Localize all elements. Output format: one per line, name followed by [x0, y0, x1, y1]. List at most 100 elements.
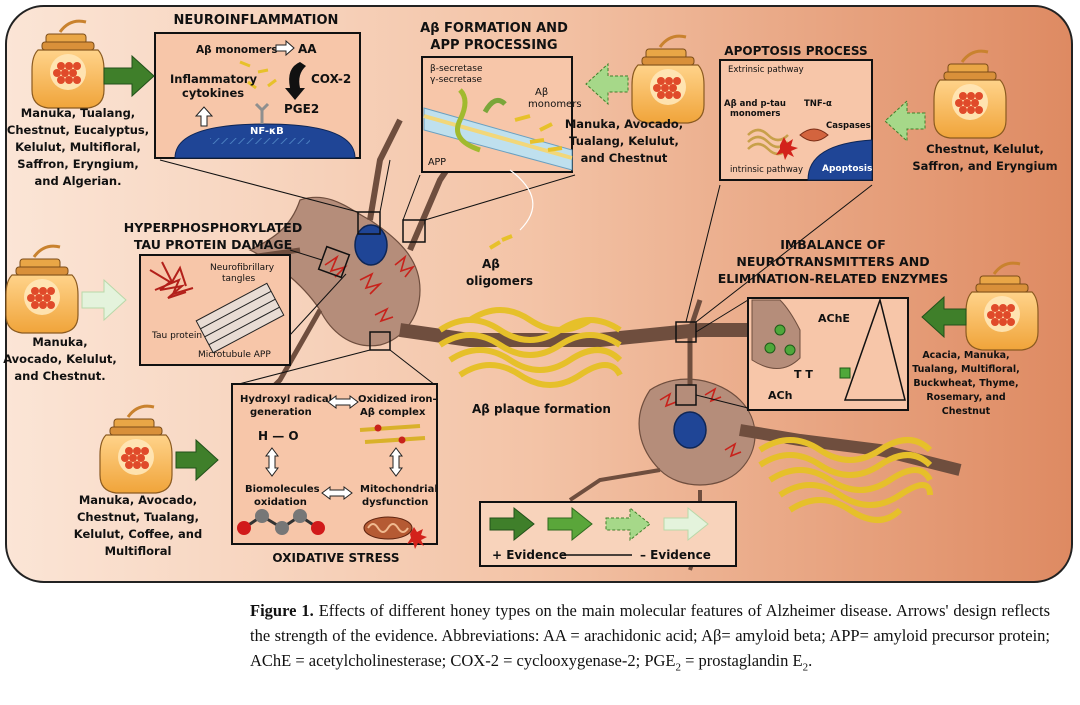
legend-arrow-weak [663, 506, 709, 542]
ni-cox2: COX-2 [311, 72, 351, 86]
tau-protein: Tau protein [151, 331, 202, 341]
tau-honey-list: Manuka, Avocado, Kelulut, and Chestnut. [3, 335, 117, 383]
figure-caption: Figure 1. Effects of different honey typ… [250, 598, 1050, 680]
abf-app: APP [428, 157, 446, 168]
nt-title-2: NEUROTRANSMITTERS AND [736, 254, 929, 269]
abf-ab-monomers-2: monomers [528, 99, 582, 110]
apo-intrinsic: intrinsic pathway [730, 165, 803, 175]
nt-honey-line-2: Tualang, Multifloral, [912, 364, 1020, 375]
ni-arrow-aa [275, 39, 295, 57]
tau-honey-line-2: Avocado, Kelulut, [3, 352, 117, 366]
nt-honey-line-5: Chestnut [942, 406, 991, 417]
ni-honey-line-1: Manuka, Tualang, [21, 106, 135, 120]
caption-e-sub: 2 [802, 661, 809, 674]
abf-honey-list: Manuka, Avocado, Tualang, Kelulut, and C… [565, 117, 683, 165]
abf-honey-line-2: Tualang, Kelulut, [569, 134, 679, 148]
abf-app-protein [455, 88, 481, 153]
apo-honey-line-1: Chestnut, Kelulut, [926, 142, 1044, 156]
ni-up-arrow [194, 106, 214, 127]
arrow-strong-oxidative [175, 438, 219, 482]
apo-nucleus [807, 139, 873, 181]
nt-honey-list: Acacia, Manuka, Tualang, Multifloral, Bu… [912, 350, 1020, 417]
abf-app-hook [482, 97, 507, 114]
ox-biomolecules-1: Biomolecules [245, 484, 320, 495]
zoom-square-3 [317, 245, 351, 279]
abf-ab-monomers-1: Aβ [535, 87, 548, 98]
ox-molecule [237, 509, 325, 535]
ox-iron-2: Aβ complex [360, 407, 426, 418]
arrow-weak-tau [81, 278, 127, 322]
nt-ache: AChE [818, 312, 850, 325]
zoom-square-1 [357, 211, 381, 235]
ox-double-arrow-left [265, 447, 279, 477]
oxidative-title: OXIDATIVE STRESS [272, 551, 399, 565]
apoptosis-title: APOPTOSIS PROCESS [724, 44, 867, 58]
apo-honey-list: Chestnut, Kelulut, Saffron, and Eryngium [912, 142, 1057, 173]
ab-oligomers-2: oligomers [466, 274, 533, 288]
nt-honey-line-1: Acacia, Manuka, [922, 350, 1009, 361]
ni-dna-bar [210, 138, 310, 144]
abf-honey-line-3: and Chestnut [581, 151, 668, 165]
ox-fe-complex [359, 424, 426, 444]
caption-pge-sub: 2 [675, 661, 682, 674]
ox-mito-1: Mitochondrial [360, 484, 438, 495]
caption-figure-label: Figure 1. [250, 601, 314, 620]
nt-honey-line-4: Rosemary, and [926, 392, 1005, 403]
ni-inflammatory-cytokines-1: Inflammatory [170, 72, 258, 86]
apo-apoptosis: Apoptosis [822, 164, 872, 174]
tau-honey-line-1: Manuka, [32, 335, 87, 349]
caption-end: . [808, 651, 813, 670]
caption-text: Effects of different honey types on the … [250, 601, 1050, 670]
ox-honey-line-3: Kelulut, Coffee, and [74, 527, 202, 541]
ni-receptor [254, 102, 270, 124]
ni-honey-line-4: Saffron, Eryngium, [17, 157, 138, 171]
caption-pge-rest: = prostaglandin E [681, 651, 803, 670]
abf-gamma-secretase: γ-secretase [430, 75, 483, 85]
tau-tangles [324, 254, 742, 458]
tau-nft-tangle [149, 261, 194, 299]
ox-honey-line-4: Multifloral [105, 544, 172, 558]
ox-h-o: H — O [258, 429, 299, 443]
ni-honey-line-2: Chestnut, Eucalyptus, [7, 123, 149, 137]
ox-hydroxyl-1: Hydroxyl radical [240, 394, 332, 405]
nt-vesicles [764, 324, 796, 356]
abf-honey-line-1: Manuka, Avocado, [565, 117, 683, 131]
neuroinflammation-title: NEUROINFLAMMATION [174, 13, 339, 28]
apo-mito [799, 128, 829, 142]
nucleus-2 [673, 411, 707, 449]
tau-microtubule [195, 282, 285, 354]
ox-hydroxyl-2: generation [250, 407, 312, 418]
nt-title-3: ELIMINATION-RELATED ENZYMES [718, 271, 949, 286]
tau-nft-1: Neurofibrillary [210, 263, 275, 273]
arrow-dotted-ab-formation [585, 62, 629, 106]
tau-title-2: TAU PROTEIN DAMAGE [134, 237, 292, 252]
ox-mito-2: dysfunction [362, 497, 428, 508]
nucleus-1 [354, 224, 388, 266]
ni-nfkb: NF-κB [250, 126, 284, 137]
legend-minus-evidence: – Evidence [640, 548, 711, 562]
ab-formation-title-1: Aβ FORMATION AND [420, 21, 568, 36]
tau-honey-line-3: and Chestnut. [14, 369, 105, 383]
legend-plus-evidence: + Evidence [492, 548, 567, 562]
tau-nft-2: tangles [222, 274, 255, 284]
apo-caspases: Caspases [826, 121, 871, 131]
nt-ach: ACh [768, 389, 792, 402]
nt-title-1: IMBALANCE OF [780, 237, 886, 252]
legend-arrow-dotted [605, 506, 651, 542]
arrow-strong-neurotransmitters [921, 295, 967, 339]
ox-double-arrow-right [389, 447, 403, 477]
tau-title-1: HYPERPHOSPHORYLATED [124, 220, 302, 235]
ox-double-arrow-top [327, 395, 359, 409]
ni-ab-dashes [239, 60, 277, 90]
ox-biomolecules-2: oxidation [254, 497, 307, 508]
zoom-square-2 [402, 219, 426, 243]
oligomer-curve-arrow [509, 169, 534, 231]
apo-star [776, 137, 798, 160]
apo-honey-line-2: Saffron, and Eryngium [912, 159, 1057, 173]
ni-honey-list: Manuka, Tualang, Chestnut, Eucalyptus, K… [7, 106, 149, 188]
ox-mitochondrion [363, 516, 427, 549]
ab-formation-title-2: APP PROCESSING [430, 38, 557, 53]
ox-honey-line-1: Manuka, Avocado, [79, 493, 197, 507]
legend-arrow-strong [489, 506, 535, 542]
